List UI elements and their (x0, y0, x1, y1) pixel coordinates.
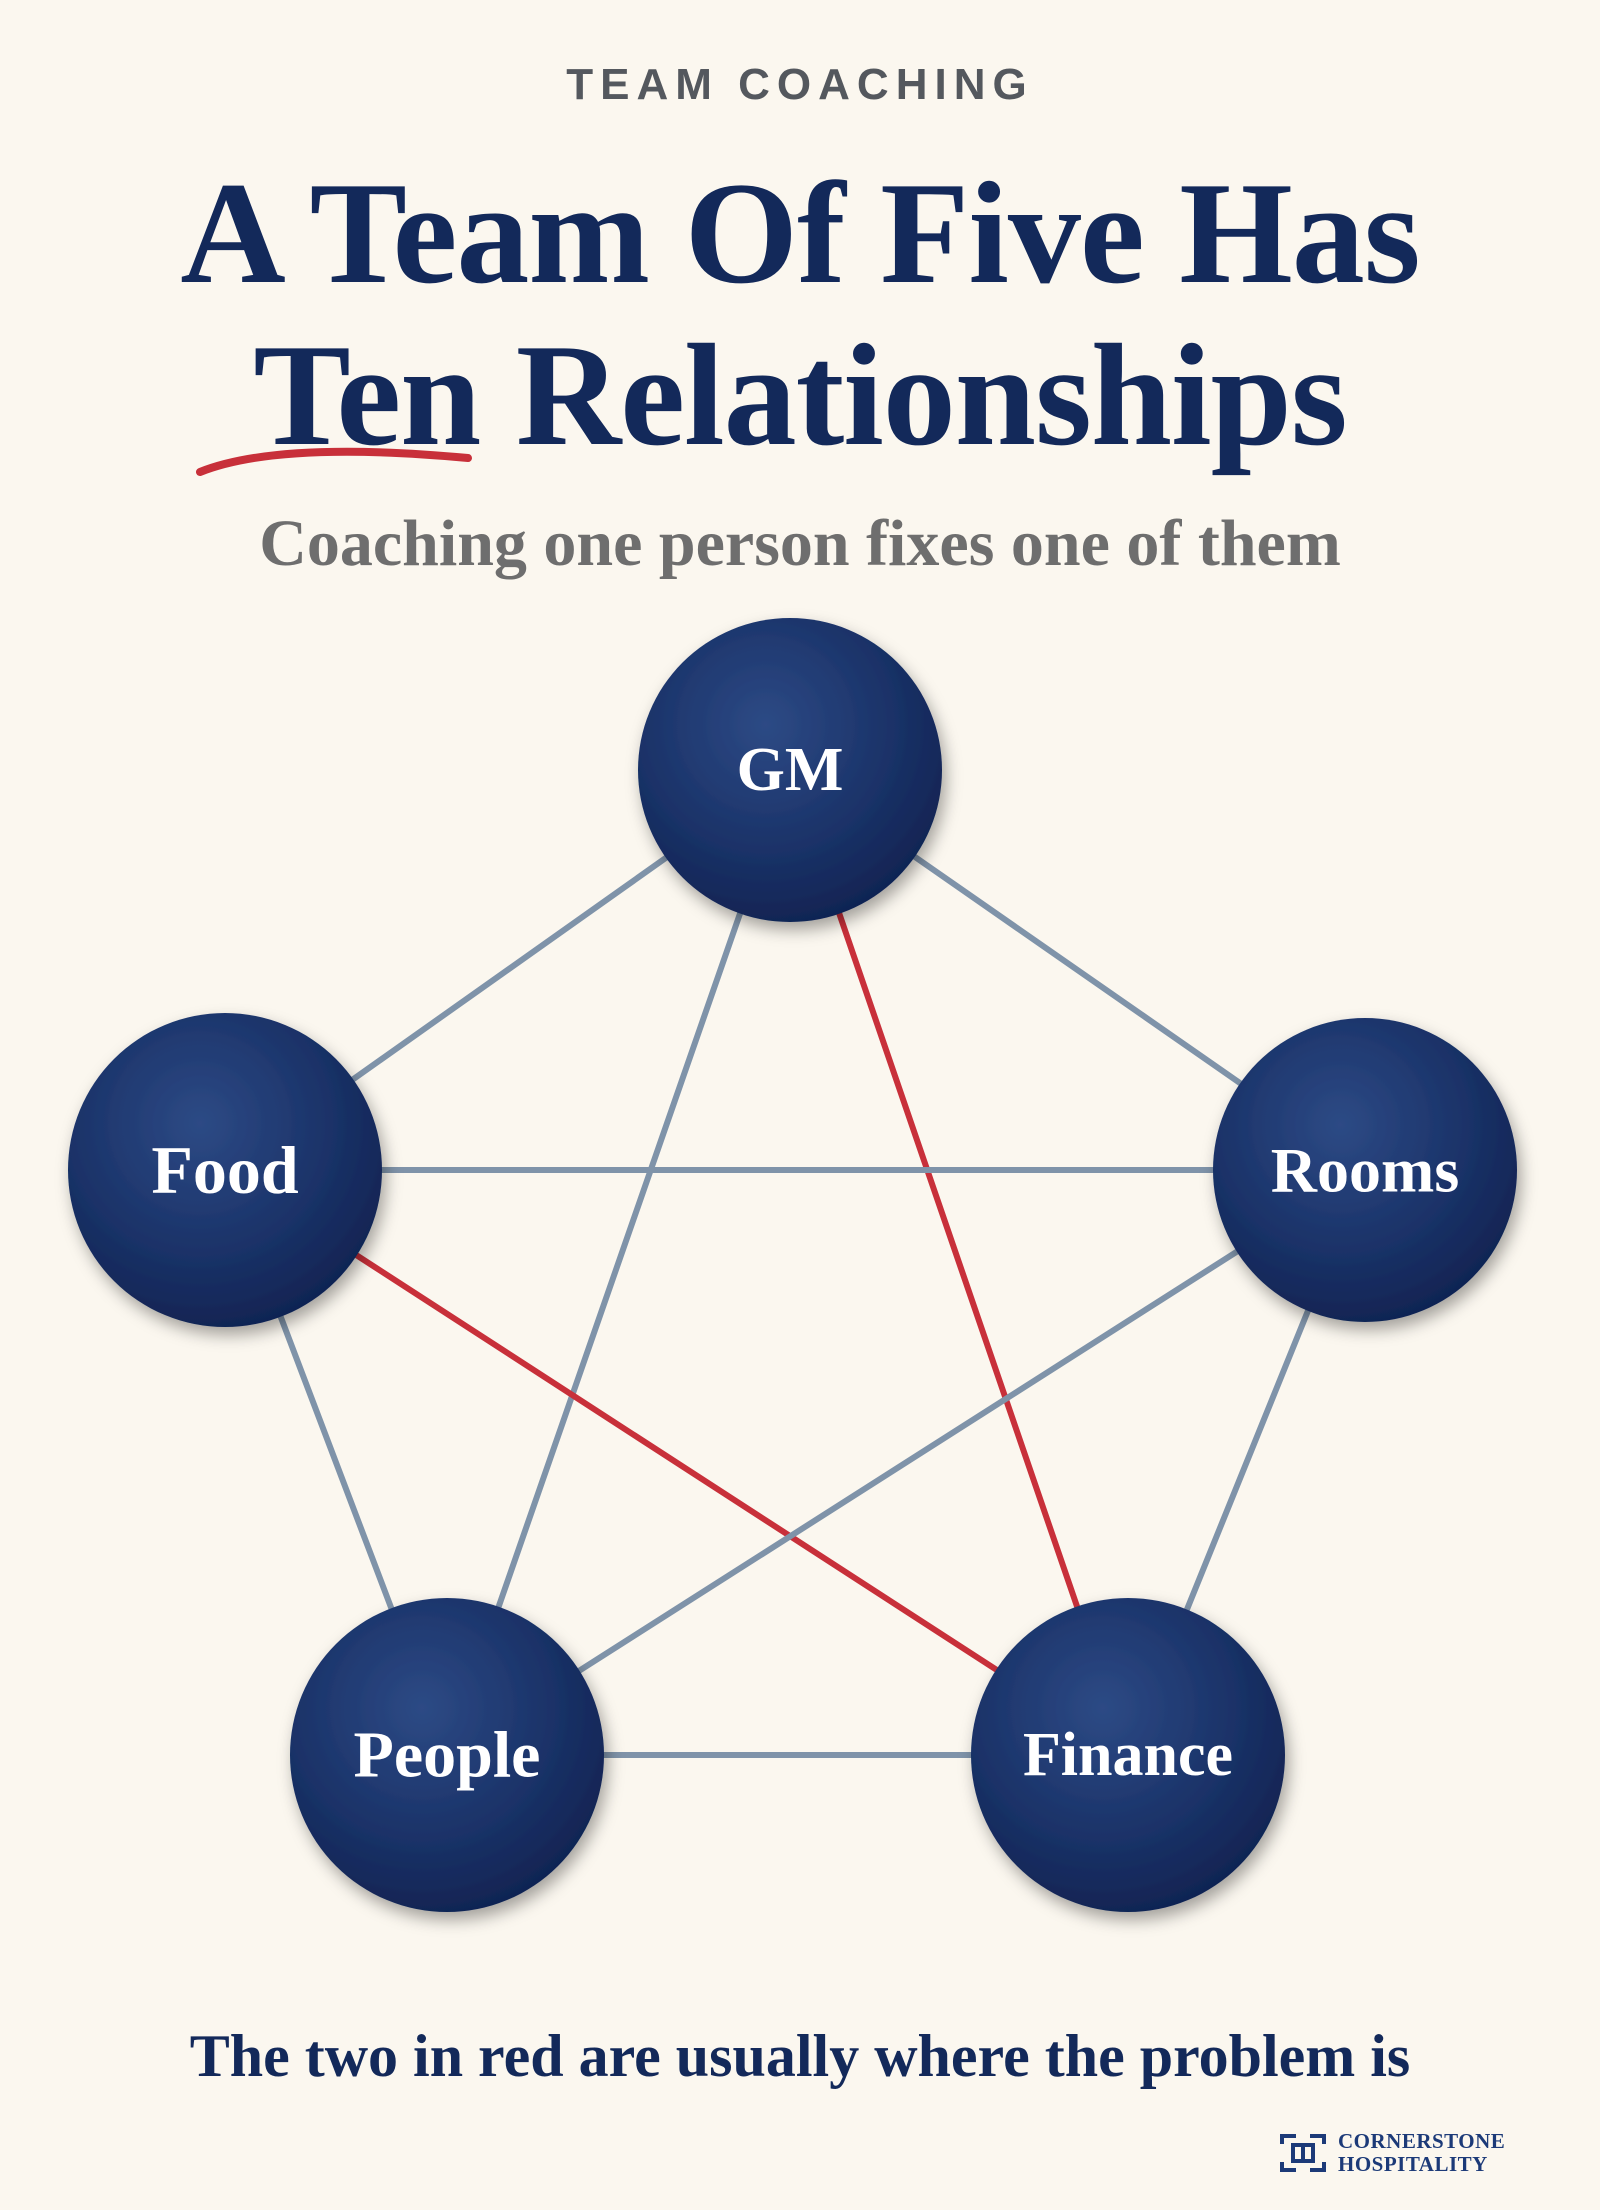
node-label-rooms: Rooms (1271, 1135, 1459, 1206)
eyebrow-label: TEAM COACHING (566, 60, 1034, 109)
page-title-line1: A Team Of Five Has (180, 152, 1420, 314)
node-label-gm: GM (737, 736, 844, 804)
node-circle-rooms (1213, 1018, 1517, 1322)
title-highlight-word: Ten (253, 314, 481, 476)
footer-caption: The two in red are usually where the pro… (189, 2023, 1411, 2089)
brand-name-line1: CORNERSTONE (1338, 2129, 1506, 2153)
node-food: Food (68, 1013, 382, 1327)
edge-gm-people (444, 767, 793, 1758)
node-circle-food (68, 1013, 382, 1327)
title-line2-rest: Relationships (480, 314, 1348, 476)
node-label-finance: Finance (1023, 1721, 1233, 1789)
edge-gm-finance-highlight (787, 767, 1131, 1758)
node-people: People (290, 1598, 604, 1912)
node-circle-people (290, 1598, 604, 1912)
page-title-line2: Ten Relationships (0, 322, 1600, 468)
cornerstone-logo-icon (1280, 2134, 1326, 2172)
page-subtitle: Coaching one person fixes one of them (259, 507, 1341, 580)
edge-food-finance-highlight (222, 1167, 1131, 1758)
node-label-food: Food (151, 1132, 299, 1208)
node-circle-finance (971, 1598, 1285, 1912)
node-finance: Finance (971, 1598, 1285, 1912)
node-rooms: Rooms (1213, 1018, 1517, 1322)
node-label-people: People (354, 1719, 541, 1792)
brand-logo: CORNERSTONE HOSPITALITY (1278, 2130, 1505, 2176)
edge-rooms-people (444, 1167, 1368, 1758)
node-circle-gm (638, 618, 942, 922)
node-gm: GM (638, 618, 942, 922)
brand-name-line2: HOSPITALITY (1338, 2152, 1488, 2176)
